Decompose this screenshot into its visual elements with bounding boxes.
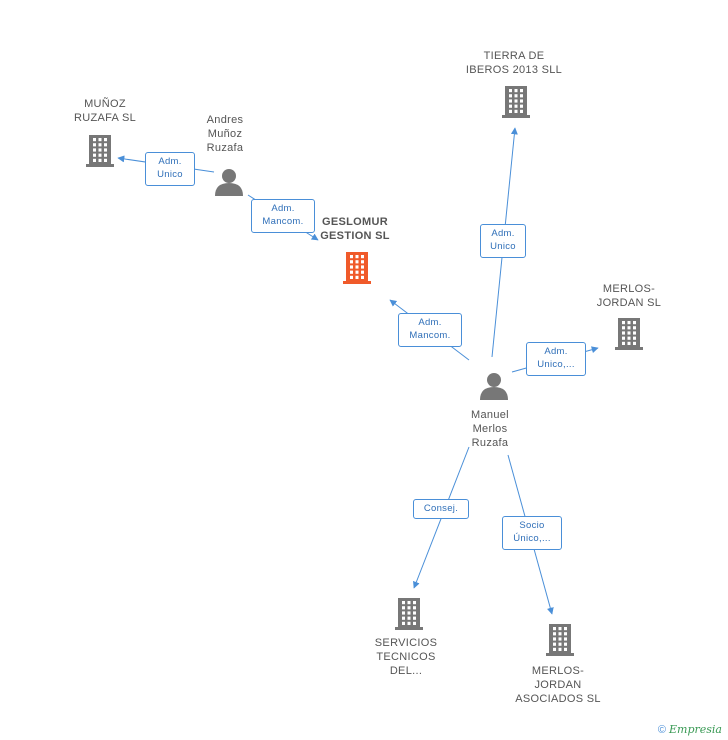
building-icon-merlos_asoc[interactable] [546, 624, 574, 656]
edge-label-manuel-servicios[interactable]: Consej. [413, 499, 469, 519]
node-label-tierra[interactable]: TIERRA DE IBEROS 2013 SLL [465, 50, 563, 76]
edge-label-manuel-merlos_asoc[interactable]: Socio Único,... [502, 516, 562, 550]
building-icon-servicios[interactable] [395, 598, 423, 630]
building-icon-merlos_jordan[interactable] [615, 318, 643, 350]
building-icon-munoz[interactable] [86, 135, 114, 167]
node-label-munoz[interactable]: MUÑOZ RUZAFA SL [74, 98, 136, 124]
building-icon-tierra[interactable] [502, 86, 530, 118]
edge-label-andres-geslomur[interactable]: Adm. Mancom. [251, 199, 315, 233]
node-label-servicios[interactable]: SERVICIOS TECNICOS DEL... [374, 637, 438, 677]
edge-label-manuel-tierra[interactable]: Adm. Unico [480, 224, 526, 258]
node-label-merlos_asoc[interactable]: MERLOS- JORDAN ASOCIADOS SL [515, 665, 601, 705]
icons-layer [86, 86, 643, 656]
copyright-icon: © [657, 724, 666, 736]
edge-label-manuel-merlos_jordan[interactable]: Adm. Unico,... [526, 342, 586, 376]
node-label-andres[interactable]: Andres Muñoz Ruzafa [206, 114, 244, 154]
node-label-manuel[interactable]: Manuel Merlos Ruzafa [471, 409, 509, 449]
brand-logo: Empresia [669, 723, 722, 736]
person-icon-manuel[interactable] [480, 373, 508, 400]
person-icon-andres[interactable] [215, 169, 243, 196]
edge-label-manuel-geslomur[interactable]: Adm. Mancom. [398, 313, 462, 347]
building-icon-geslomur[interactable] [343, 252, 371, 284]
footer: © Empresia [658, 723, 722, 736]
edge-label-andres-munoz[interactable]: Adm. Unico [145, 152, 195, 186]
node-label-geslomur[interactable]: GESLOMUR GESTION SL [320, 216, 390, 242]
node-label-merlos_jordan[interactable]: MERLOS- JORDAN SL [596, 283, 662, 309]
